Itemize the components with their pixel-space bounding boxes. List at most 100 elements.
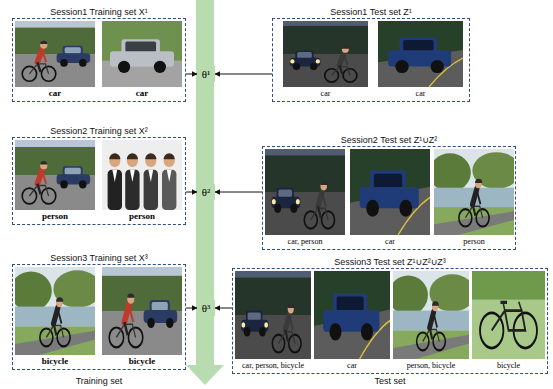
photo-part	[108, 170, 122, 210]
set-title: Session2 Training set X²	[13, 126, 185, 136]
photo-part	[124, 322, 127, 335]
sample-image: car	[15, 21, 95, 99]
photo-part	[248, 312, 261, 320]
photo-part	[15, 21, 95, 87]
photo-part	[431, 60, 444, 73]
photo-part	[152, 302, 168, 311]
parameter-arrow	[215, 192, 262, 193]
photo-part	[393, 335, 469, 359]
photo-part	[337, 296, 364, 311]
photo-part	[102, 276, 182, 311]
photo-illustration	[102, 21, 182, 87]
photo-illustration	[472, 271, 545, 359]
class-label: car	[416, 88, 426, 99]
set-title: Session3 Test set Z¹∪Z²∪Z³	[233, 257, 547, 267]
session-set-box: Session2 Test set Z¹∪Z²car, personcarper…	[262, 146, 516, 250]
set-title: Session3 Training set X³	[13, 253, 185, 263]
photo-part	[40, 41, 47, 48]
photo-part	[244, 327, 251, 337]
photo-part	[144, 170, 158, 210]
photo-illustration	[434, 149, 514, 235]
photo-part	[40, 161, 47, 165]
photo-part	[318, 206, 321, 218]
photo-part	[112, 170, 117, 182]
photo-part	[283, 21, 368, 87]
photo-part	[166, 318, 173, 328]
photo-part	[265, 155, 345, 192]
photo-part	[264, 322, 268, 328]
class-label: car	[49, 88, 62, 99]
photo-part	[15, 331, 95, 355]
model-parameter: θ¹	[197, 66, 215, 82]
photo-illustration	[314, 271, 390, 359]
photo-part	[127, 153, 138, 159]
photo-illustration	[15, 267, 95, 355]
photo-part	[289, 335, 301, 353]
sample-image: car, person	[265, 149, 345, 247]
class-label: car	[321, 88, 331, 99]
photo-part	[259, 327, 266, 337]
session-set-box: Session1 Training set X¹carcar	[12, 18, 186, 102]
photo-part	[350, 149, 430, 235]
photo-part	[434, 153, 471, 192]
column-label: Training set	[76, 376, 123, 387]
photo-part	[15, 28, 95, 54]
photo-part	[42, 51, 46, 63]
sample-image: car	[314, 271, 390, 371]
photo-part	[235, 278, 311, 315]
photo-illustration	[393, 271, 469, 359]
photo-part	[432, 302, 438, 311]
photo-part	[128, 328, 142, 348]
photo-part	[102, 21, 182, 87]
photo-illustration	[283, 21, 368, 87]
photo-part	[344, 55, 348, 65]
photo-part	[399, 200, 412, 217]
parameter-arrow	[215, 74, 272, 75]
photo-illustration	[378, 21, 463, 87]
photo-part	[289, 316, 292, 330]
photo-part	[472, 271, 545, 359]
photo-part	[148, 170, 153, 182]
photo-part	[503, 304, 504, 311]
photo-part	[393, 275, 428, 315]
photo-part	[235, 271, 311, 359]
photo-part	[15, 54, 95, 87]
set-title: Session1 Training set X¹	[13, 7, 185, 17]
photo-part	[322, 193, 326, 207]
photo-part	[329, 323, 341, 340]
photo-part	[429, 274, 469, 311]
photo-part	[519, 302, 522, 311]
photo-part	[283, 54, 368, 87]
photo-part	[393, 311, 469, 331]
photo-illustration	[102, 140, 182, 210]
photo-part	[476, 209, 489, 226]
photo-part	[378, 50, 463, 87]
session-set-box: Session2 Training set X²personperson	[12, 137, 186, 225]
class-label: car	[347, 360, 357, 371]
sample-image: bicycle	[102, 267, 182, 367]
photo-part	[288, 304, 294, 313]
set-title: Session1 Test set Z¹	[273, 7, 469, 17]
photo-part	[314, 310, 390, 360]
photo-part	[37, 62, 40, 72]
photo-part	[65, 168, 81, 175]
photo-part	[37, 184, 40, 195]
photo-illustration	[15, 21, 95, 87]
photo-part	[102, 311, 182, 355]
photo-part	[320, 182, 326, 191]
photo-part	[265, 149, 345, 235]
photo-part	[56, 297, 63, 301]
class-label: bicycle	[129, 356, 156, 367]
model-parameter: θ²	[197, 184, 215, 200]
photo-illustration	[102, 267, 182, 355]
photo-part	[102, 140, 182, 210]
photo-part	[290, 204, 297, 213]
photo-illustration	[15, 140, 95, 210]
sample-image: car	[378, 21, 463, 99]
photo-part	[109, 328, 123, 348]
photo-part	[164, 153, 175, 159]
photo-part	[500, 301, 507, 304]
class-label: person, bicycle	[407, 360, 455, 371]
sample-image: person	[15, 140, 95, 222]
